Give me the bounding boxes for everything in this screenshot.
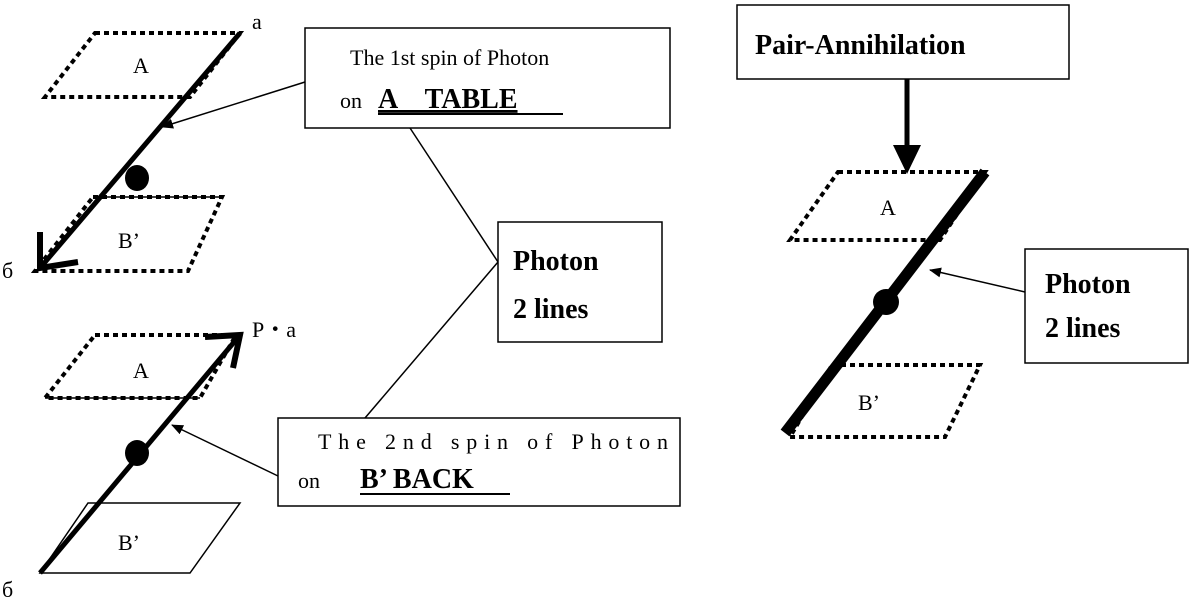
connector-to-first	[409, 127, 499, 263]
callout-box	[304, 27, 671, 129]
photon-box-line1: Photon	[513, 246, 599, 277]
axis-top-label: a	[252, 9, 262, 34]
back-plane-b	[786, 363, 984, 439]
pair-annihilation-title: Pair-Annihilation	[755, 30, 966, 61]
pair-annihilation-box	[736, 4, 1070, 80]
callout-first-spin: The 1st spin of Photon on A TABLE	[161, 27, 671, 129]
table-plane-label: A	[133, 53, 149, 78]
back-plane-label: B’	[118, 228, 140, 253]
pair-annihilation-arrowhead	[893, 145, 921, 174]
callout-pointer	[171, 424, 279, 477]
axis-bottom-label: б	[2, 258, 13, 283]
callout-box	[277, 417, 681, 507]
spin-axis-line	[38, 31, 242, 270]
pair-annihilation-group: Pair-Annihilation	[736, 4, 1070, 174]
photon-box-center: Photon 2 lines	[364, 127, 663, 419]
callout-emph: A TABLE	[378, 84, 518, 115]
photon-box-right: Photon 2 lines	[929, 248, 1189, 364]
panel-2: A B’ P・a б	[2, 317, 296, 601]
table-plane-a	[40, 333, 240, 400]
back-plane-label: B’	[118, 530, 140, 555]
axis-top-label: P・a	[252, 317, 296, 342]
callout-line1: The 1st spin of Photon	[350, 45, 549, 70]
photon-box-line1: Photon	[1045, 269, 1131, 300]
photon-dot	[125, 165, 149, 191]
callout-pointer	[161, 81, 306, 129]
table-plane-a	[786, 170, 989, 242]
photon-dot	[125, 440, 149, 466]
callout-prefix: on	[340, 88, 362, 113]
panel-1: A B’ a б	[2, 9, 262, 283]
spin-arrowhead-down	[37, 232, 79, 272]
photon-box	[497, 221, 663, 343]
photon-dot	[873, 289, 899, 315]
panel-3: A B’	[780, 168, 990, 439]
callout-emph: B’ BACK	[360, 464, 474, 495]
callout-prefix: on	[298, 468, 320, 493]
back-plane-label: B’	[858, 390, 880, 415]
spin-arrowhead-up	[204, 331, 244, 369]
back-plane-b	[38, 502, 242, 574]
axis-bottom-label: б	[2, 577, 13, 601]
table-plane-a	[40, 31, 245, 99]
photon-box-line2: 2 lines	[1045, 313, 1121, 344]
table-plane-label: A	[133, 358, 149, 383]
callout-second-spin: The 2nd spin of Photon on B’ BACK	[171, 417, 681, 507]
photon-pointer	[929, 267, 1026, 293]
connector-to-second	[364, 261, 499, 419]
photon-box-line2: 2 lines	[513, 294, 589, 325]
table-plane-label: A	[880, 195, 896, 220]
photon-box	[1024, 248, 1189, 364]
